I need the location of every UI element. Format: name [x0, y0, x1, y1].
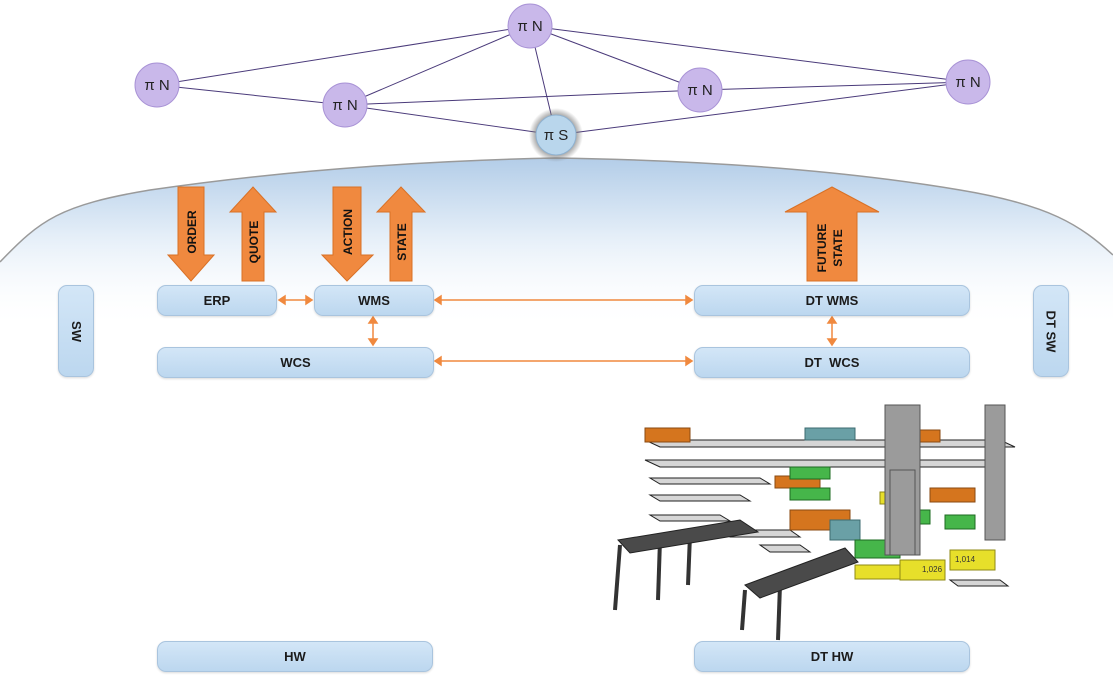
future-state-label-line1: FUTURE — [815, 224, 829, 273]
node-label: π N — [332, 97, 357, 114]
dt-sw-box: DT SW — [1033, 285, 1069, 377]
network-node: π N — [507, 3, 553, 49]
dt-hw-label: DT HW — [810, 649, 854, 664]
dt-wms-box: DT WMS — [694, 285, 970, 316]
future-state-label-line2: STATE — [831, 229, 845, 267]
hub-node: π S — [529, 108, 583, 162]
hw-label: HW — [284, 649, 306, 664]
box-connectors — [277, 294, 838, 367]
network-node: π N — [322, 82, 368, 128]
wms-label: WMS — [358, 293, 390, 308]
dt-wms-label: DT WMS — [805, 293, 859, 308]
wcs-label: WCS — [280, 355, 311, 370]
quote-arrow — [228, 186, 278, 282]
dt-crate-label: 1,026 — [922, 565, 943, 574]
node-label: π N — [144, 77, 169, 94]
state-arrow — [375, 186, 427, 282]
future-state-arrow — [784, 186, 880, 282]
wcs-box: WCS — [157, 347, 434, 378]
action-label: ACTION — [341, 209, 355, 255]
state-label: STATE — [395, 223, 409, 261]
dt-wcs-box: DT WCS — [694, 347, 970, 378]
network-node: π N — [134, 62, 180, 108]
network-node: π N — [677, 67, 723, 113]
sw-label: SW — [68, 320, 84, 342]
wms-box: WMS — [314, 285, 434, 316]
hub-label: π S — [544, 127, 569, 144]
dt-sw-label: DT SW — [1043, 310, 1059, 352]
hw-box: HW — [157, 641, 433, 672]
dt-crate-label: 1,014 — [955, 555, 976, 564]
node-label: π N — [517, 18, 542, 35]
erp-label: ERP — [203, 293, 231, 308]
erp-box: ERP — [157, 285, 277, 316]
node-label: π N — [687, 82, 712, 99]
action-arrow — [320, 186, 375, 282]
dt-wcs-label: DT WCS — [804, 355, 860, 370]
dt-hw-3d-model: 1,026 1,014 — [613, 404, 1016, 641]
order-label: ORDER — [185, 210, 199, 254]
network-edges — [156, 25, 969, 136]
order-arrow — [166, 186, 216, 282]
quote-label: QUOTE — [247, 221, 261, 264]
sw-box: SW — [58, 285, 94, 377]
node-label: π N — [955, 74, 980, 91]
network-node: π N — [945, 59, 991, 105]
dt-hw-box: DT HW — [694, 641, 970, 672]
